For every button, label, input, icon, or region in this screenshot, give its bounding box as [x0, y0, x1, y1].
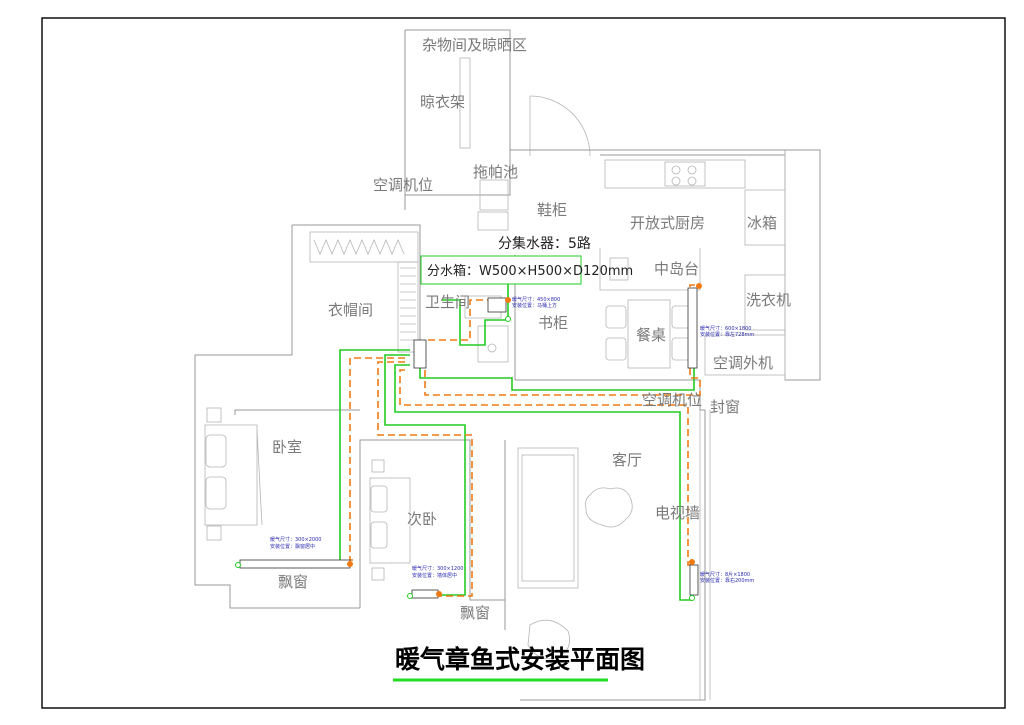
radiator-note-size: 暖气尺寸：600×1800	[700, 325, 751, 332]
label-cloakroom: 衣帽间	[328, 301, 373, 319]
radiator-dot	[689, 559, 695, 565]
label-bay-window-1: 飘窗	[278, 573, 308, 591]
label-living-room: 客厅	[612, 451, 642, 469]
manifold-label-box	[420, 255, 582, 285]
label-bedroom: 卧室	[272, 438, 302, 456]
drawing-title: 暖气章鱼式安装平面图	[395, 645, 645, 674]
radiator-dot	[505, 297, 511, 303]
radiator-note-size: 暖气尺寸：300×2000	[270, 536, 321, 543]
label-ac-spot-top: 空调机位	[373, 176, 433, 194]
radiator-note-size: 暖气尺寸：450×800	[512, 296, 560, 303]
label-bookcase: 书柜	[538, 314, 568, 332]
radiator-dot	[696, 283, 702, 289]
label-open-kitchen: 开放式厨房	[630, 214, 705, 232]
radiator-bathroom	[487, 297, 507, 313]
radiator-dot	[689, 595, 695, 601]
manifold-box	[413, 339, 427, 369]
label-second-bedroom: 次卧	[407, 510, 437, 528]
radiator-note-position: 安装位置：飘窗居中	[270, 543, 315, 550]
manifold-box-label: 分水箱：W500×H500×D120mm	[427, 263, 633, 279]
radiator-note-position: 安装位置：墙体居中	[412, 572, 457, 579]
label-tv-wall: 电视墙	[655, 504, 700, 522]
label-dining-table: 餐桌	[636, 326, 666, 344]
radiator-note-position: 安装位置：马桶上方	[512, 302, 557, 309]
manifold-label: 分集水器：5路	[498, 235, 591, 252]
label-island: 中岛台	[654, 260, 699, 278]
label-storage: 杂物间及晾晒区	[422, 36, 527, 54]
radiator-dining	[687, 287, 698, 369]
radiator-dot	[505, 316, 511, 322]
label-bay-window-2: 飘窗	[460, 604, 490, 622]
radiator-note-position: 安装位置：靠左728mm	[700, 331, 754, 338]
radiator-dot	[407, 593, 413, 599]
radiator-living	[689, 564, 699, 596]
radiator-dot	[235, 562, 241, 568]
radiator-note-size: 暖气尺寸：300×1200	[412, 565, 463, 572]
label-seal-window: 封窗	[710, 398, 740, 416]
label-ac-spot-mid: 空调机位	[642, 391, 702, 409]
label-fridge: 冰箱	[747, 214, 777, 232]
label-ac-outdoor: 空调外机	[713, 354, 773, 372]
label-shoe-cabinet: 鞋柜	[537, 201, 567, 219]
return-pipes	[349, 284, 701, 597]
radiator-dot	[436, 591, 442, 597]
radiators	[235, 283, 702, 601]
drawing-frame	[41, 17, 1006, 709]
label-bathroom: 卫生间	[425, 293, 470, 311]
label-washer: 洗衣机	[746, 291, 791, 309]
label-drying-rack: 晾衣架	[420, 93, 465, 111]
radiator-dot	[347, 561, 353, 567]
label-mop-sink: 拖帕池	[473, 163, 518, 181]
radiator-note-size: 暖气尺寸：8片×1800	[700, 571, 750, 578]
radiator-note-position: 安装位置：靠右200mm	[700, 577, 754, 584]
radiator-second-bedroom	[411, 589, 439, 599]
radiator-bedroom	[239, 559, 351, 569]
